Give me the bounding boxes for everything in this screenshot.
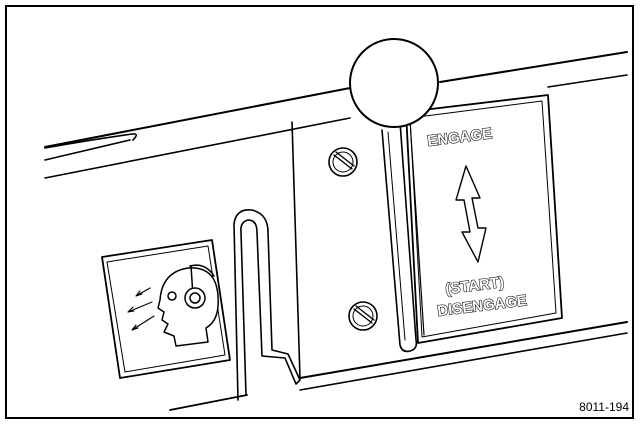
plate-lower-edge (299, 321, 628, 379)
engage-disengage-arrow-icon (455, 165, 487, 263)
lever-slot-inner (387, 131, 406, 341)
clip-lower-line (169, 394, 248, 411)
plate-lower-edge-2 (299, 332, 628, 391)
label-start: (START) (444, 274, 505, 298)
detail-magnifier-circle (349, 38, 439, 128)
screw-upper (328, 147, 358, 177)
hearing-label-inner (106, 245, 226, 373)
panel-edge-right-inner (547, 74, 628, 88)
ear-protection-icon (127, 264, 219, 347)
panel-edge-top-inner (44, 139, 131, 161)
figure-id-label: 8011-194 (579, 400, 629, 414)
clip-left-line (233, 223, 239, 401)
panel-edge-right-top (439, 51, 628, 83)
hearing-label-outer (101, 239, 231, 379)
lever-slot-outer (381, 121, 418, 353)
plate-left-edge (291, 121, 301, 379)
label-plate-outer (405, 94, 563, 344)
panel-edge-top-inner-2 (44, 117, 351, 179)
label-engage: ENGAGE (426, 125, 493, 150)
screw-lower (348, 301, 378, 331)
bent-clip (233, 208, 301, 396)
panel-edge-top (44, 87, 351, 148)
panel-slot-curve (44, 133, 138, 149)
label-plate-inner (409, 100, 557, 338)
figure-frame (5, 5, 634, 419)
